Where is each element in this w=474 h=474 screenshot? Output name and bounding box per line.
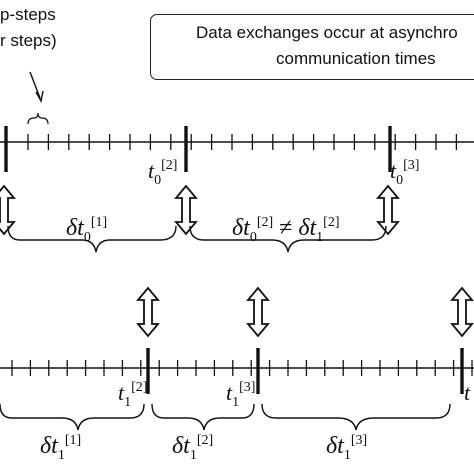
label-delta-t1-3: δt1[3] xyxy=(326,433,368,463)
label-t1-2: t1[2] xyxy=(118,380,148,410)
exchange-arrow-top-3 xyxy=(377,185,399,235)
label-delta-t1-1: δt1[1] xyxy=(40,433,82,463)
exchange-arrow-mid-3 xyxy=(451,287,473,337)
top-brace-2 xyxy=(189,225,387,253)
top-brace-1 xyxy=(7,225,177,253)
bottom-brace-1 xyxy=(0,403,145,431)
substeps-label: p-steps xyxy=(0,5,56,24)
exchange-arrow-top-1 xyxy=(0,185,15,235)
legend-line-2: communication times xyxy=(276,49,436,68)
substeps-label-2: r steps) xyxy=(0,31,57,50)
exchange-arrow-mid-1 xyxy=(137,287,159,337)
substep-pointer-arrow xyxy=(29,71,44,104)
label-t1-4: t xyxy=(464,380,471,405)
label-t1-3: t1[3] xyxy=(226,380,256,410)
bottom-brace-3 xyxy=(261,403,451,431)
exchange-arrow-mid-2 xyxy=(247,287,269,337)
substep-brace xyxy=(27,112,49,125)
legend-box xyxy=(150,14,474,80)
label-inequality: δt0[2] ≠ δt1[2] xyxy=(232,215,340,245)
label-delta-t1-2: δt1[2] xyxy=(172,433,214,463)
label-delta-t0-1: δt0[1] xyxy=(66,215,108,245)
top-timeline-ticks xyxy=(27,134,458,150)
exchange-arrow-top-2 xyxy=(175,185,197,235)
label-t0-2: t0[2] xyxy=(148,158,178,188)
bottom-timeline-ticks xyxy=(11,360,473,376)
legend-line-1: Data exchanges occur at asynchro xyxy=(196,23,458,42)
label-t0-3: t0[3] xyxy=(390,158,420,188)
bottom-brace-2 xyxy=(151,403,255,431)
